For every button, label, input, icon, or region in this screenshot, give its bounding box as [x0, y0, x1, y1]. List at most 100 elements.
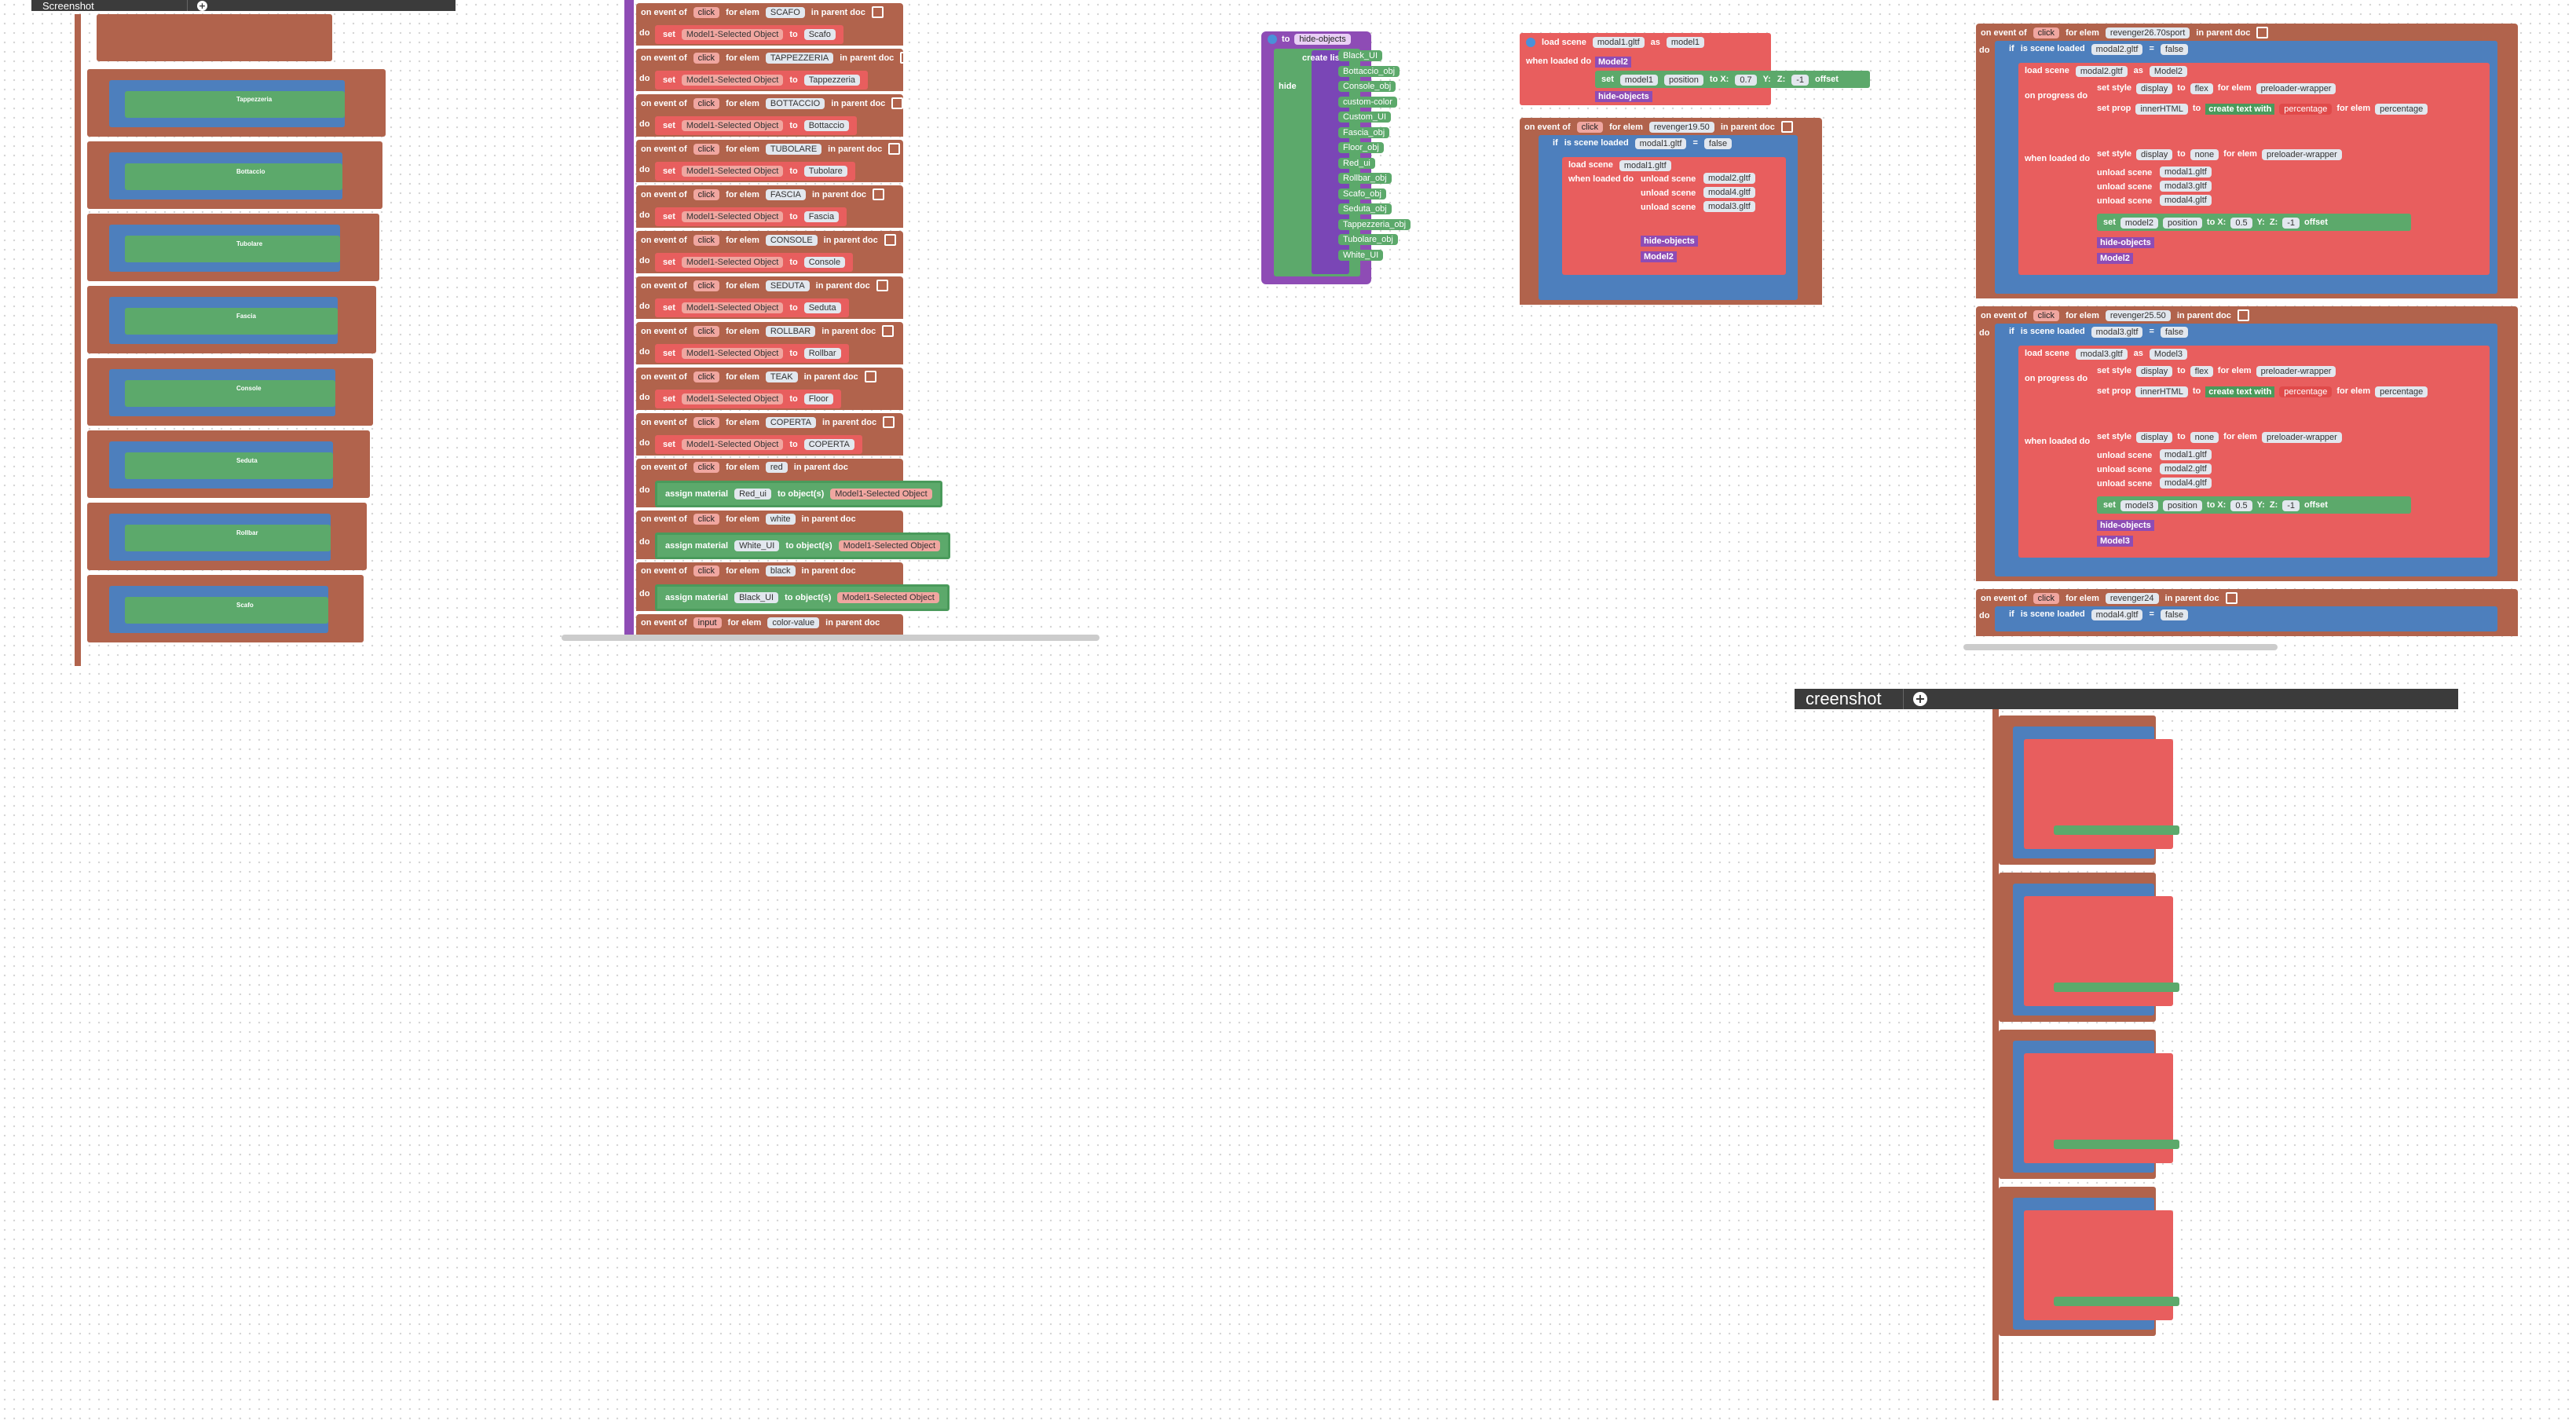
- left-event-bottaccio[interactable]: Bottaccio: [87, 141, 382, 209]
- prop-name[interactable]: innerHTML: [2135, 386, 2188, 397]
- list-item[interactable]: Bottaccio_obj: [1338, 65, 1400, 77]
- list-item[interactable]: Black_UI: [1338, 50, 1383, 61]
- event-type[interactable]: click: [693, 280, 720, 291]
- event-type[interactable]: click: [693, 234, 720, 246]
- gear-icon[interactable]: [1268, 35, 1277, 44]
- style-value[interactable]: flex: [2190, 83, 2213, 94]
- scene-filename[interactable]: modal1.gltf: [1592, 37, 1645, 48]
- set-position-block[interactable]: set model1 position to X: 0.7 Y: Z: -1 o…: [1595, 71, 1870, 88]
- event-type[interactable]: click: [693, 565, 720, 576]
- add-tab-icon[interactable]: +: [197, 0, 207, 11]
- scene-file[interactable]: modal2.gltf: [2075, 66, 2128, 77]
- element-id[interactable]: FASCIA: [765, 188, 806, 200]
- value-text[interactable]: Console: [803, 257, 846, 268]
- checkbox-icon[interactable]: [891, 97, 904, 109]
- percentage-var[interactable]: percentage: [2279, 386, 2333, 397]
- style-prop[interactable]: display: [2136, 149, 2173, 160]
- model-name-input[interactable]: model1: [1666, 37, 1704, 48]
- element-id[interactable]: TEAK: [765, 371, 798, 382]
- event-type[interactable]: click: [693, 462, 720, 473]
- scene-file[interactable]: modal3.gltf: [2075, 349, 2128, 360]
- elem-name[interactable]: preloader-wrapper: [2256, 366, 2336, 377]
- right-horizontal-scrollbar[interactable]: [1963, 644, 2278, 650]
- variable-name[interactable]: Model1-Selected Object: [681, 302, 784, 313]
- left-set-block[interactable]: [125, 308, 338, 335]
- event-type[interactable]: click: [693, 6, 720, 18]
- checkbox-icon[interactable]: [2237, 309, 2249, 321]
- element-id[interactable]: black: [765, 565, 796, 576]
- event-type[interactable]: click: [693, 143, 720, 155]
- screenshot-tab-2[interactable]: creenshot: [1795, 689, 1904, 709]
- event-type[interactable]: click: [693, 188, 720, 200]
- checkbox-icon[interactable]: [871, 6, 884, 18]
- value-text[interactable]: COPERTA: [803, 439, 854, 450]
- list-item[interactable]: Tappezzeria_obj: [1338, 218, 1411, 230]
- style-value[interactable]: flex: [2190, 366, 2213, 377]
- value-text[interactable]: Rollbar: [803, 348, 841, 359]
- position-prop[interactable]: position: [2162, 218, 2202, 229]
- value-text[interactable]: Tappezzeria: [803, 75, 861, 86]
- if-block[interactable]: if is scene loaded modal1.gltf = false l…: [1539, 135, 1798, 300]
- revenger1950-event[interactable]: on event of click for elem revenger19.50…: [1520, 118, 1822, 305]
- style-value[interactable]: none: [2190, 149, 2219, 160]
- list-item[interactable]: Fascia_obj: [1338, 126, 1390, 138]
- material-name[interactable]: Red_ui: [734, 489, 771, 500]
- false-value[interactable]: false: [2160, 327, 2189, 338]
- element-id[interactable]: SEDUTA: [765, 280, 810, 291]
- variable-name[interactable]: Model1-Selected Object: [681, 29, 784, 40]
- left-set-block[interactable]: [125, 236, 340, 262]
- model-var[interactable]: model3: [2120, 500, 2158, 511]
- event-type[interactable]: click: [693, 325, 720, 337]
- event-type[interactable]: click: [2033, 27, 2060, 38]
- value-text[interactable]: Seduta: [803, 302, 841, 313]
- style-prop[interactable]: display: [2136, 83, 2173, 94]
- checkbox-icon[interactable]: [888, 143, 901, 155]
- model-var[interactable]: model2: [2120, 218, 2158, 229]
- object-name[interactable]: Model1-Selected Object: [837, 592, 939, 603]
- variable-name[interactable]: Model1-Selected Object: [681, 75, 784, 86]
- prop-name[interactable]: innerHTML: [2135, 104, 2188, 115]
- percentage-var[interactable]: percentage: [2279, 104, 2333, 115]
- unload-file[interactable]: modal3.gltf: [2160, 181, 2212, 192]
- element-id[interactable]: TUBOLARE: [765, 143, 822, 155]
- value-text[interactable]: Floor: [803, 393, 833, 404]
- checkbox-icon[interactable]: [873, 188, 885, 200]
- left-event-tubolare[interactable]: Tubolare: [87, 214, 379, 281]
- z-value[interactable]: -1: [2282, 500, 2300, 511]
- hide-objects-procedure[interactable]: to hide-objects hide create list with Bl…: [1261, 31, 1411, 284]
- style-prop[interactable]: display: [2136, 366, 2173, 377]
- unload-file[interactable]: modal4.gltf: [2160, 195, 2212, 206]
- left-event-rollbar[interactable]: Rollbar: [87, 503, 367, 570]
- list-item[interactable]: White_UI: [1338, 249, 1384, 261]
- checkbox-icon[interactable]: [2256, 27, 2269, 38]
- elem-name[interactable]: percentage: [2375, 386, 2428, 397]
- hide-objects-call[interactable]: hide-objects: [2097, 237, 2154, 248]
- object-name[interactable]: Model1-Selected Object: [830, 489, 932, 500]
- left-set-block[interactable]: [125, 380, 335, 407]
- event-type[interactable]: click: [693, 97, 720, 109]
- variable-name[interactable]: Model1-Selected Object: [681, 120, 784, 131]
- list-item[interactable]: Tubolare_obj: [1338, 234, 1398, 245]
- event-type[interactable]: click: [693, 514, 720, 525]
- checkbox-icon[interactable]: [1780, 121, 1793, 133]
- left-event-console[interactable]: Console: [87, 358, 373, 426]
- variable-name[interactable]: Model1-Selected Object: [681, 348, 784, 359]
